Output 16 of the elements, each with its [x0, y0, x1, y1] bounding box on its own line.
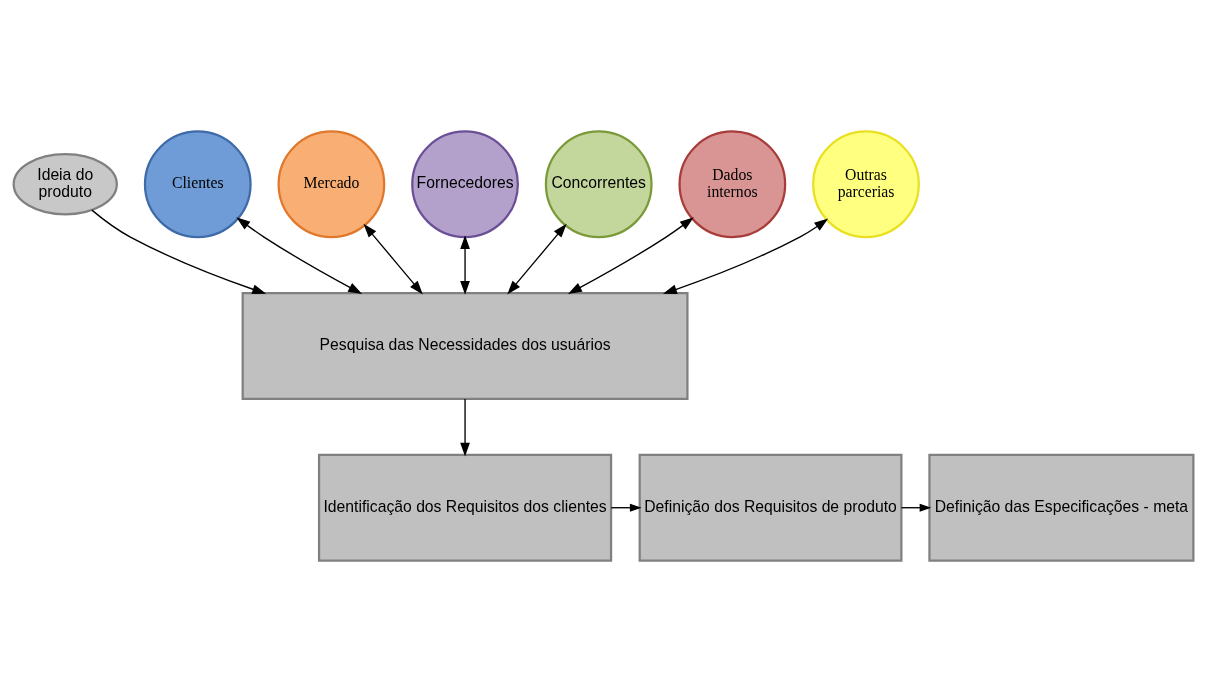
node-box: Definição dos Requisitos de produto	[638, 453, 903, 562]
arrow	[236, 217, 363, 294]
node-box: Definição das Especificações - meta	[928, 453, 1195, 562]
arrow	[460, 398, 470, 457]
node-circle: Fornecedores	[411, 130, 519, 239]
node-box: Pesquisa das Necessidades dos usuários	[241, 292, 689, 400]
arrow	[568, 217, 694, 294]
arrow	[460, 235, 470, 295]
arrow	[610, 503, 642, 512]
arrow	[91, 209, 267, 294]
arrow	[507, 223, 567, 295]
arrow	[662, 218, 829, 294]
arrow	[363, 223, 423, 295]
arrow	[900, 503, 932, 512]
node-ellipse: Ideia do produto	[12, 153, 118, 216]
node-box: Identificação dos Requisitos dos clientes	[317, 453, 613, 562]
